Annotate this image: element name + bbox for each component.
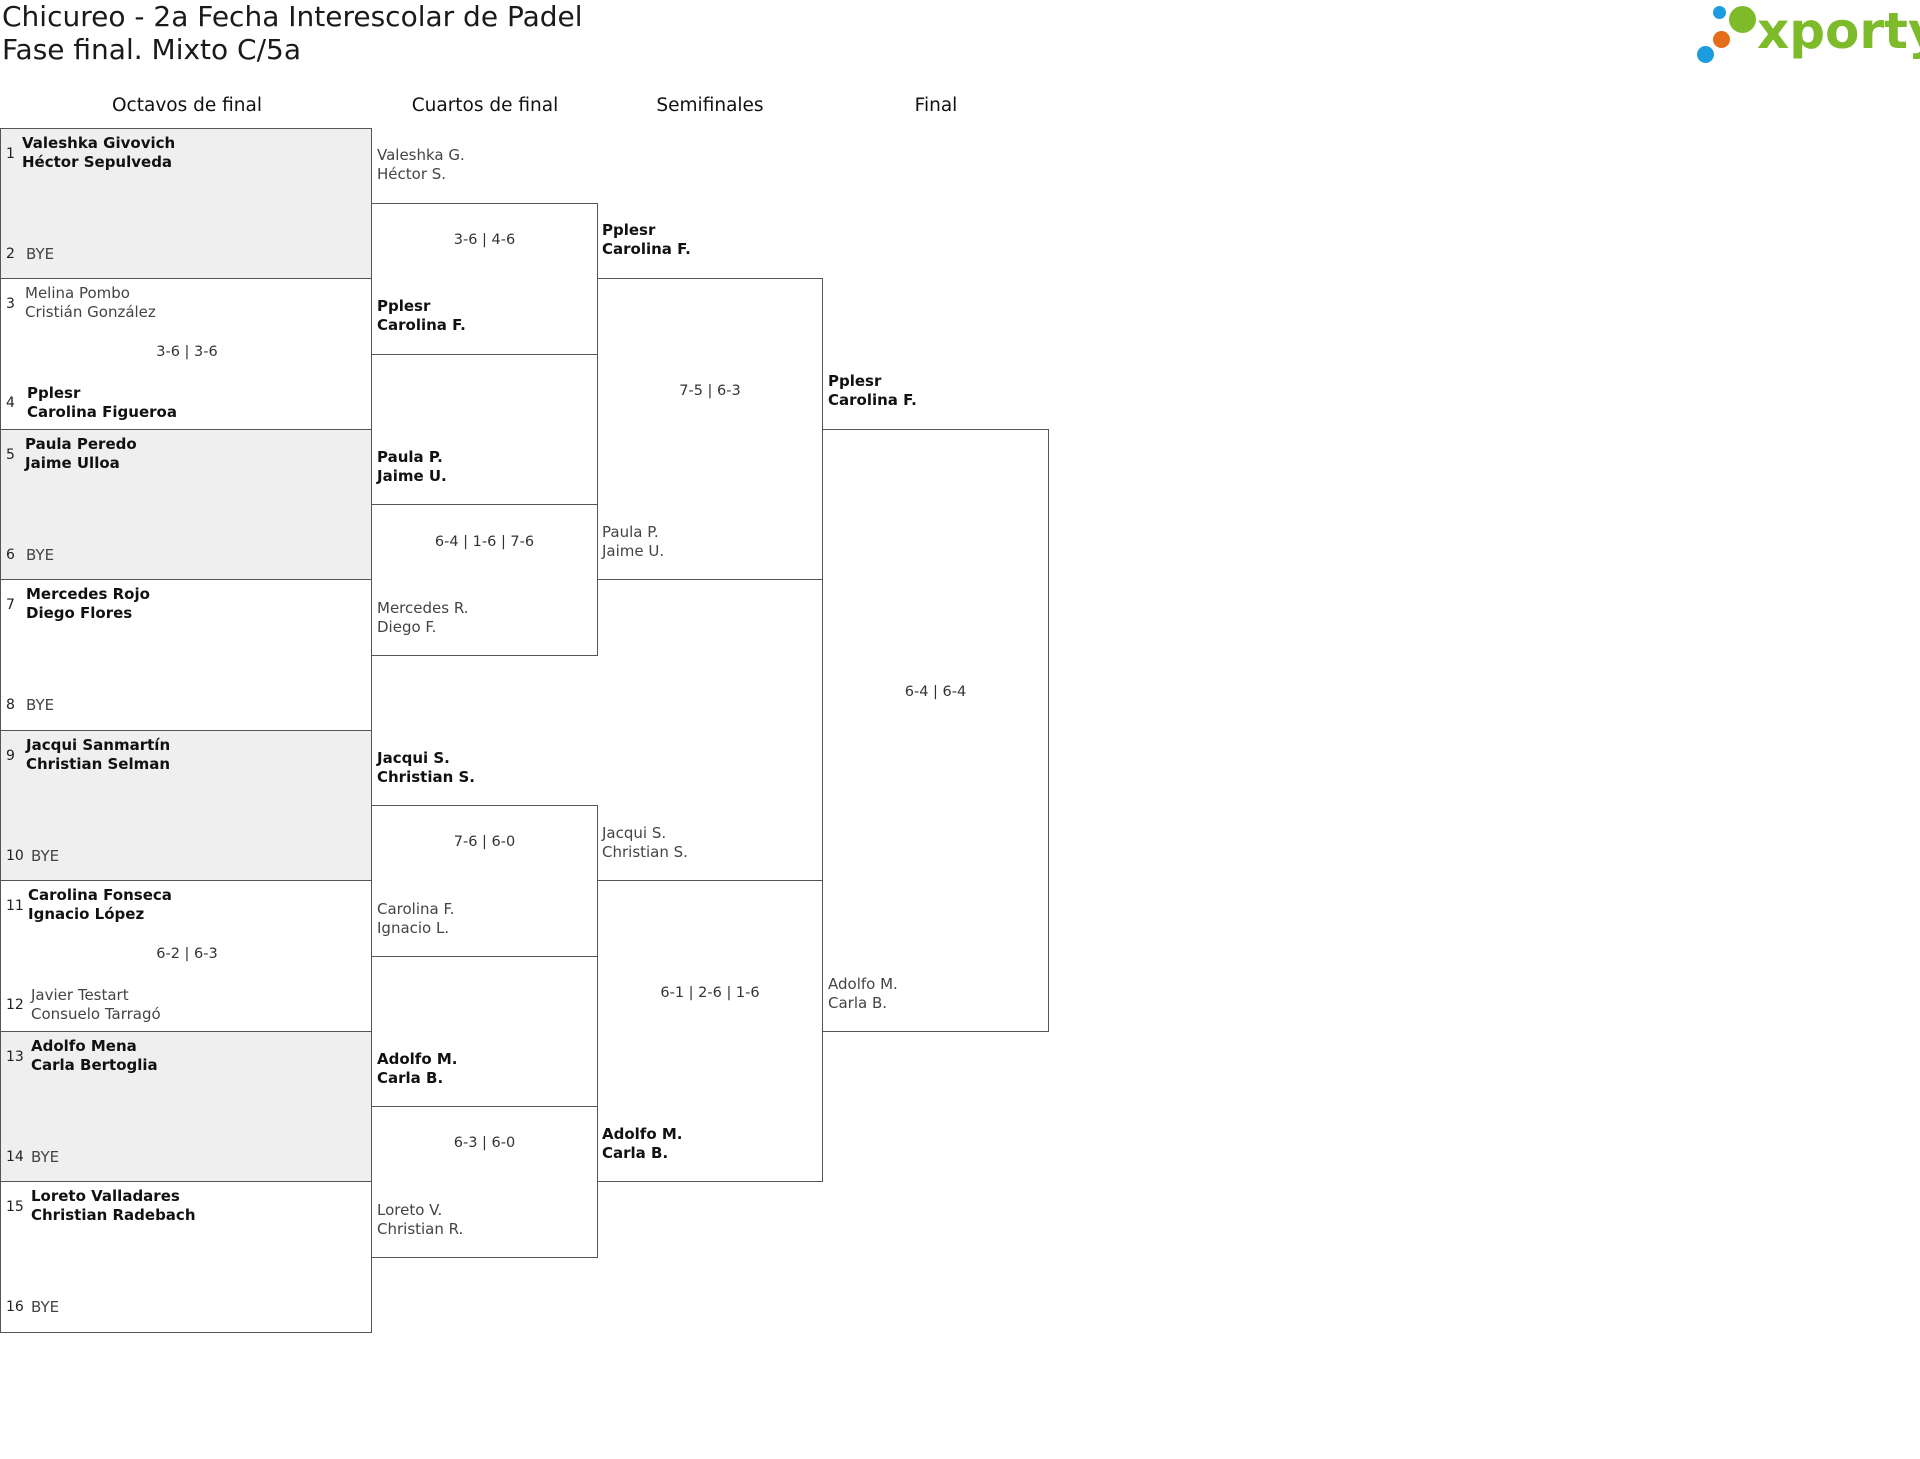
team-top-player-2: Christian Radebach bbox=[31, 1206, 196, 1224]
team-bottom-player-1: BYE bbox=[31, 1298, 60, 1316]
qf-4-score: 6-3 | 6-0 bbox=[453, 1135, 516, 1151]
seed-number: 5 bbox=[6, 447, 15, 463]
team-top-player-2: Diego Flores bbox=[26, 604, 133, 622]
sf-2-bottom-player-1: Adolfo M. bbox=[602, 1125, 683, 1143]
qf-1-top-player-2: Héctor S. bbox=[377, 165, 447, 183]
final-top-player-2: Carolina F. bbox=[828, 391, 917, 409]
final-bracket bbox=[822, 429, 1049, 1032]
xporty-logo: xporty bbox=[1695, 2, 1920, 66]
team-bottom-player-1: BYE bbox=[26, 245, 55, 263]
page-title: Chicureo - 2a Fecha Interescolar de Pade… bbox=[2, 0, 583, 33]
qf-2-top-player-2: Jaime U. bbox=[377, 467, 447, 485]
page-subtitle: Fase final. Mixto C/5a bbox=[2, 33, 302, 66]
r16-match-8: 15 Loreto Valladares Christian Radebach … bbox=[0, 1181, 372, 1333]
sf-2-top-player-2: Christian S. bbox=[602, 843, 688, 861]
team-bottom-player-1: Pplesr bbox=[27, 384, 81, 402]
sf-1-top-player-1: Pplesr bbox=[602, 221, 656, 239]
team-bottom-player-1: Javier Testart bbox=[31, 986, 129, 1004]
seed-number: 6 bbox=[6, 547, 15, 563]
final-bottom-player-2: Carla B. bbox=[828, 994, 888, 1012]
qf-1-top-player-1: Valeshka G. bbox=[377, 146, 465, 164]
team-bottom-player-1: BYE bbox=[31, 1148, 60, 1166]
r16-match-2: 3 Melina Pombo Cristián González 3-6 | 3… bbox=[0, 278, 372, 430]
seed-number: 10 bbox=[6, 848, 24, 864]
qf-4-top-player-2: Carla B. bbox=[377, 1069, 444, 1087]
team-bottom-player-2: Carolina Figueroa bbox=[27, 403, 177, 421]
qf-4-top-player-1: Adolfo M. bbox=[377, 1050, 458, 1068]
r16-match-5: 9 Jacqui Sanmartín Christian Selman 10 B… bbox=[0, 730, 372, 881]
team-top-player-1: Carolina Fonseca bbox=[28, 886, 172, 904]
final-bottom-player-1: Adolfo M. bbox=[828, 975, 898, 993]
r16-match-6: 11 Carolina Fonseca Ignacio López 6-2 | … bbox=[0, 880, 372, 1032]
match-score: 6-2 | 6-3 bbox=[156, 946, 218, 962]
team-top-player-1: Adolfo Mena bbox=[31, 1037, 137, 1055]
team-top-player-2: Cristián González bbox=[25, 303, 156, 321]
qf-2-score: 6-4 | 1-6 | 7-6 bbox=[434, 534, 535, 550]
team-top-player-2: Ignacio López bbox=[28, 905, 145, 923]
qf-4-bottom-player-2: Christian R. bbox=[377, 1220, 464, 1238]
team-top-player-1: Mercedes Rojo bbox=[26, 585, 150, 603]
seed-number: 11 bbox=[6, 898, 24, 914]
seed-number: 2 bbox=[6, 246, 15, 262]
seed-number: 15 bbox=[6, 1199, 24, 1215]
team-top-player-1: Loreto Valladares bbox=[31, 1187, 180, 1205]
final-top-player-1: Pplesr bbox=[828, 372, 882, 390]
round-header-sf: Semifinales bbox=[656, 95, 764, 116]
r16-match-4: 7 Mercedes Rojo Diego Flores 8 BYE bbox=[0, 579, 372, 731]
seed-number: 16 bbox=[6, 1299, 24, 1315]
qf-2-bottom-player-2: Diego F. bbox=[377, 618, 437, 636]
r16-match-7: 13 Adolfo Mena Carla Bertoglia 14 BYE bbox=[0, 1031, 372, 1182]
sf-1-bottom-player-1: Paula P. bbox=[602, 523, 659, 541]
team-bottom-player-2: Consuelo Tarragó bbox=[31, 1005, 161, 1023]
team-top-player-1: Jacqui Sanmartín bbox=[26, 736, 171, 754]
team-top-player-2: Christian Selman bbox=[26, 755, 171, 773]
round-header-qf: Cuartos de final bbox=[411, 95, 559, 116]
seed-number: 3 bbox=[6, 296, 15, 312]
final-score: 6-4 | 6-4 bbox=[904, 684, 967, 700]
team-bottom-player-1: BYE bbox=[26, 696, 55, 714]
qf-3-score: 7-6 | 6-0 bbox=[453, 834, 516, 850]
r16-match-1: 1 Valeshka Givovich Héctor Sepulveda 2 B… bbox=[0, 128, 372, 279]
round-header-r16: Octavos de final bbox=[112, 95, 262, 116]
seed-number: 7 bbox=[6, 597, 15, 613]
team-top-player-1: Paula Peredo bbox=[25, 435, 137, 453]
match-score: 3-6 | 3-6 bbox=[156, 344, 218, 360]
seed-number: 13 bbox=[6, 1049, 24, 1065]
team-top-player-1: Melina Pombo bbox=[25, 284, 130, 302]
qf-3-bottom-player-2: Ignacio L. bbox=[377, 919, 450, 937]
sf-1-bottom-player-2: Jaime U. bbox=[602, 542, 665, 560]
qf-1-bottom-player-2: Carolina F. bbox=[377, 316, 466, 334]
qf-bracket-4 bbox=[371, 1106, 598, 1258]
team-bottom-player-1: BYE bbox=[26, 546, 55, 564]
qf-3-top-player-2: Christian S. bbox=[377, 768, 475, 786]
seed-number: 9 bbox=[6, 748, 15, 764]
logo-text: xporty bbox=[1757, 2, 1920, 60]
seed-number: 8 bbox=[6, 697, 15, 713]
qf-3-top-player-1: Jacqui S. bbox=[377, 749, 450, 767]
qf-2-bottom-player-1: Mercedes R. bbox=[377, 599, 469, 617]
qf-bracket-2 bbox=[371, 504, 598, 656]
qf-3-bottom-player-1: Carolina F. bbox=[377, 900, 455, 918]
r16-match-3: 5 Paula Peredo Jaime Ulloa 6 BYE bbox=[0, 429, 372, 580]
team-top-player-1: Valeshka Givovich bbox=[22, 134, 176, 152]
sf-2-top-player-1: Jacqui S. bbox=[602, 824, 667, 842]
qf-1-score: 3-6 | 4-6 bbox=[453, 232, 516, 248]
seed-number: 12 bbox=[6, 997, 24, 1013]
team-top-player-2: Héctor Sepulveda bbox=[22, 153, 173, 171]
qf-2-top-player-1: Paula P. bbox=[377, 448, 443, 466]
seed-number: 14 bbox=[6, 1149, 24, 1165]
qf-4-bottom-player-1: Loreto V. bbox=[377, 1201, 443, 1219]
round-header-final: Final bbox=[914, 95, 958, 116]
team-top-player-2: Carla Bertoglia bbox=[31, 1056, 158, 1074]
sf-2-bottom-player-2: Carla B. bbox=[602, 1144, 669, 1162]
seed-number: 1 bbox=[6, 146, 15, 162]
sf-2-score: 6-1 | 2-6 | 1-6 bbox=[660, 985, 760, 1001]
qf-1-bottom-player-1: Pplesr bbox=[377, 297, 431, 315]
team-top-player-2: Jaime Ulloa bbox=[25, 454, 120, 472]
seed-number: 4 bbox=[6, 395, 15, 411]
team-bottom-player-1: BYE bbox=[31, 847, 60, 865]
sf-1-score: 7-5 | 6-3 bbox=[679, 383, 741, 399]
sf-1-top-player-2: Carolina F. bbox=[602, 240, 691, 258]
